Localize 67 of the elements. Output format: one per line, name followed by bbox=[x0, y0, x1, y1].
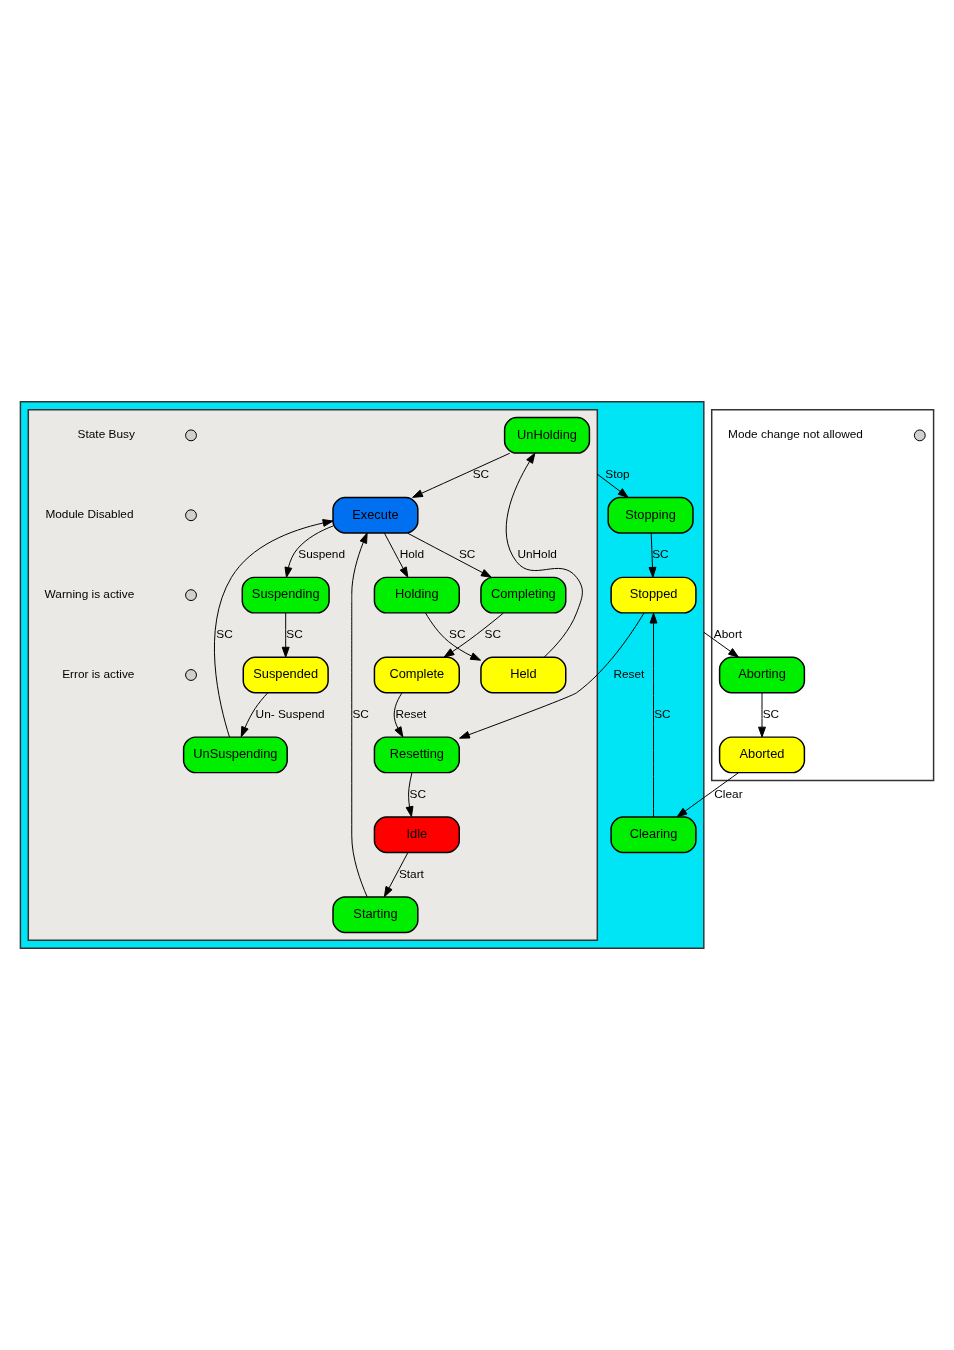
node-box: Aborting bbox=[718, 656, 806, 694]
node-box: Complete bbox=[373, 656, 460, 694]
legend-label: Error is active bbox=[62, 667, 135, 682]
edge-label: UnHold bbox=[517, 547, 557, 562]
arrow bbox=[383, 532, 409, 578]
arrow bbox=[351, 532, 368, 898]
arrow bbox=[703, 631, 739, 658]
edge-label: Reset bbox=[613, 667, 645, 682]
edge-label: SC bbox=[409, 786, 427, 801]
arrow bbox=[383, 852, 409, 898]
edge-label: Abort bbox=[713, 627, 743, 642]
edge-label: Reset bbox=[395, 707, 427, 721]
arrow bbox=[405, 772, 414, 818]
node-box: Resetting bbox=[373, 736, 460, 774]
arrow bbox=[281, 612, 290, 658]
legend-label: Module Disabled bbox=[45, 507, 134, 522]
node-box: UnHolding bbox=[503, 416, 591, 454]
node-box: Suspended bbox=[242, 656, 329, 694]
arrow bbox=[213, 519, 334, 738]
edge-label: SC bbox=[484, 627, 501, 642]
legend-label: State Busy bbox=[77, 427, 135, 442]
arrow bbox=[648, 532, 657, 578]
arrow bbox=[676, 772, 739, 818]
edge-label: SC bbox=[654, 707, 671, 721]
edge-label: SC bbox=[216, 627, 233, 642]
arrow bbox=[459, 612, 645, 739]
edge-label: SC bbox=[449, 627, 466, 642]
arrow bbox=[393, 692, 404, 738]
arrow bbox=[443, 612, 504, 658]
node-box: Holding bbox=[373, 576, 460, 614]
node-box: Aborted bbox=[718, 736, 806, 774]
edge-label: Un- Suspend bbox=[255, 707, 325, 721]
arrow bbox=[758, 692, 766, 738]
node-box: Held bbox=[480, 656, 567, 694]
edge-label: SC bbox=[472, 467, 490, 482]
cluster bbox=[710, 409, 935, 782]
node-box: Stopped bbox=[610, 576, 697, 614]
node-box: Execute bbox=[332, 496, 419, 534]
edge-label: SC bbox=[352, 707, 369, 721]
edge-label: SC bbox=[652, 547, 669, 562]
node-box: Idle bbox=[373, 816, 460, 854]
arrow bbox=[596, 473, 629, 498]
edge-label: Hold bbox=[399, 547, 425, 562]
node-box: Clearing bbox=[610, 816, 697, 854]
arrow bbox=[649, 612, 658, 818]
edge-label: Start bbox=[398, 866, 424, 881]
arrow bbox=[412, 452, 511, 498]
edge-label: Clear bbox=[714, 786, 743, 801]
arrow bbox=[284, 525, 334, 578]
legend-label: Mode change not allowed bbox=[728, 427, 863, 442]
cluster bbox=[27, 409, 599, 941]
arrow bbox=[407, 532, 492, 578]
edge-label: Suspend bbox=[298, 547, 346, 562]
node-box: Starting bbox=[332, 896, 419, 934]
node-box: Stopping bbox=[607, 496, 694, 534]
edge-label: SC bbox=[286, 627, 303, 642]
node-box: Suspending bbox=[241, 576, 330, 614]
arrow bbox=[505, 452, 583, 658]
edge-label: Stop bbox=[605, 467, 630, 482]
edge-label: SC bbox=[762, 707, 780, 721]
cluster bbox=[19, 401, 705, 949]
legend-label: Warning is active bbox=[44, 587, 135, 602]
node-box: Completing bbox=[480, 576, 567, 614]
edge-label: SC bbox=[458, 547, 476, 562]
arrow bbox=[425, 612, 482, 661]
node-box: UnSuspending bbox=[182, 736, 288, 774]
arrow bbox=[240, 692, 269, 738]
